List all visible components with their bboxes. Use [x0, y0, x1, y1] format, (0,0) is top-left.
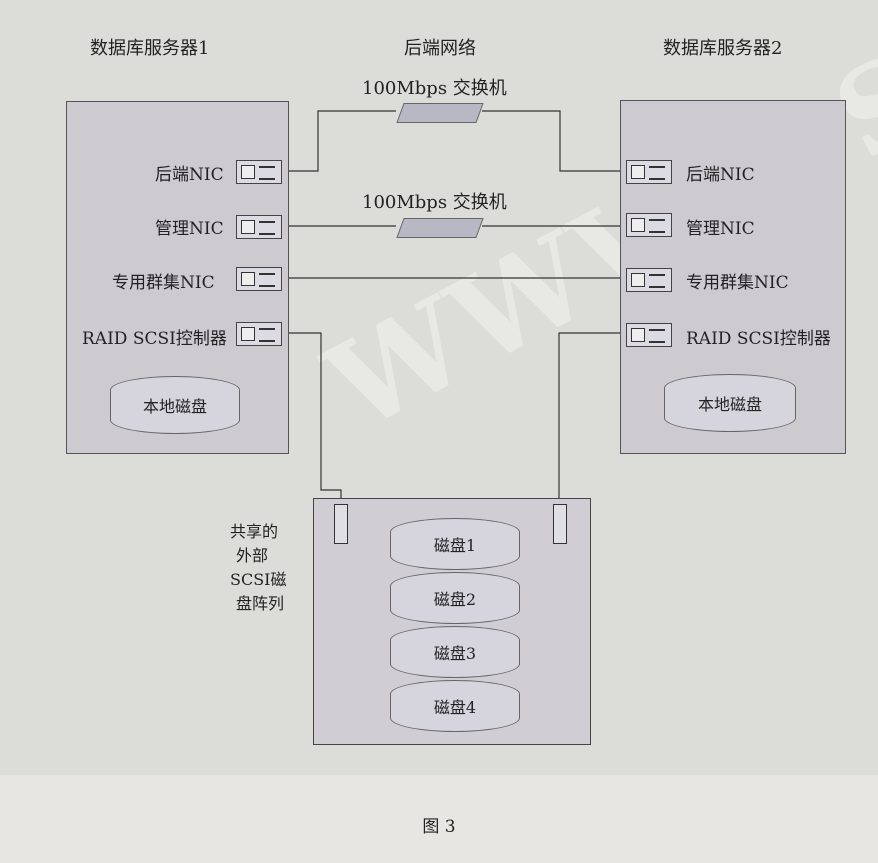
- shared-disk-2: 磁盘2: [390, 572, 520, 624]
- backend-network-title: 后端网络: [404, 38, 476, 59]
- server1-nic-backend-label: 后端NIC: [155, 165, 224, 185]
- server1-cluster-nic-icon: [236, 267, 282, 291]
- figure-caption: 图 3: [422, 817, 456, 837]
- server2-local-disk: 本地磁盘: [664, 374, 796, 432]
- server2-mgmt-nic-icon: [626, 213, 672, 237]
- switch-1-icon: [396, 103, 484, 123]
- server1-local-disk-label: 本地磁盘: [142, 397, 207, 416]
- shared-array-label-line: 盘阵列: [236, 594, 285, 613]
- server1-nic-mgmt-label: 管理NIC: [155, 219, 224, 239]
- server2-raid-label: RAID SCSI控制器: [686, 329, 831, 349]
- switch-2-icon: [396, 218, 484, 238]
- shared-array-label: 共享的 外部 SCSI磁 盘阵列: [230, 520, 287, 616]
- shared-array-label-line: 共享的: [230, 522, 279, 541]
- array-port-1-icon: [334, 504, 348, 544]
- server2-local-disk-label: 本地磁盘: [697, 395, 762, 414]
- server2-nic-mgmt-label: 管理NIC: [686, 219, 755, 239]
- shared-disk-2-label: 磁盘2: [433, 590, 477, 609]
- server1-raid-controller-icon: [236, 322, 282, 346]
- server1-nic-cluster-label: 专用群集NIC: [112, 273, 215, 293]
- db-server-2-title: 数据库服务器2: [663, 38, 783, 59]
- shared-disk-3: 磁盘3: [390, 626, 520, 678]
- server2-cluster-nic-icon: [626, 268, 672, 292]
- server2-nic-cluster-label: 专用群集NIC: [686, 273, 789, 293]
- switch-2-label: 100Mbps 交换机: [362, 192, 507, 213]
- server2-nic-backend-label: 后端NIC: [686, 165, 755, 185]
- shared-disk-1: 磁盘1: [390, 518, 520, 570]
- shared-array-label-line: SCSI磁: [230, 570, 287, 589]
- server1-local-disk: 本地磁盘: [110, 376, 240, 434]
- server1-backend-nic-icon: [236, 160, 282, 184]
- shared-array-label-line: 外部: [236, 546, 269, 565]
- switch-1-label: 100Mbps 交换机: [362, 78, 507, 99]
- shared-disk-3-label: 磁盘3: [433, 644, 477, 663]
- server1-mgmt-nic-icon: [236, 215, 282, 239]
- server2-raid-controller-icon: [626, 323, 672, 347]
- shared-disk-4-label: 磁盘4: [433, 698, 477, 717]
- server2-backend-nic-icon: [626, 160, 672, 184]
- array-port-2-icon: [553, 504, 567, 544]
- db-server-1-title: 数据库服务器1: [90, 38, 210, 59]
- server1-raid-label: RAID SCSI控制器: [82, 329, 227, 349]
- shared-disk-1-label: 磁盘1: [433, 536, 477, 555]
- shared-disk-4: 磁盘4: [390, 680, 520, 732]
